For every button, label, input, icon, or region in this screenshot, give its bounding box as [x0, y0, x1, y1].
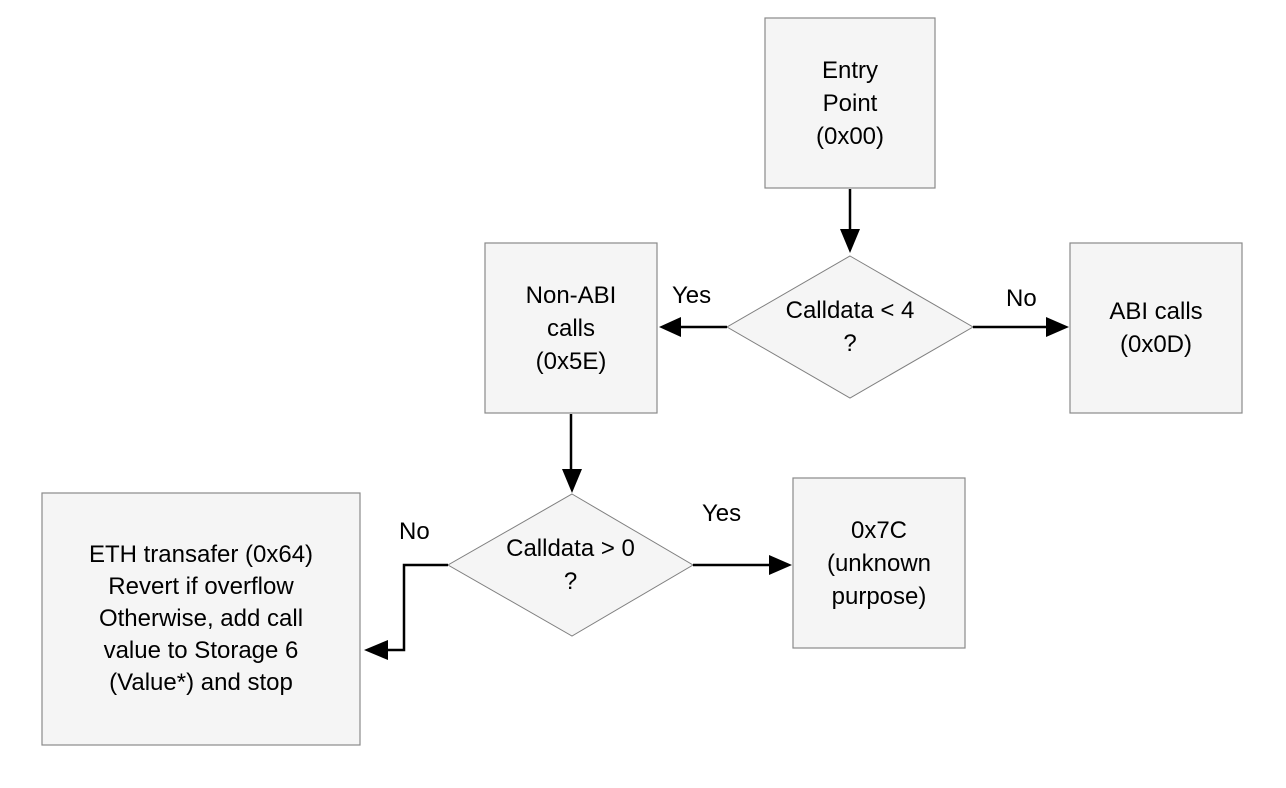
arrowhead-lt4-yes — [659, 317, 681, 337]
arrow-gt0-no — [386, 563, 448, 652]
unknown-purpose-node-shape — [792, 477, 966, 649]
entry-point-node-shape — [764, 17, 936, 189]
unknown-purpose-node-label: 0x7C (unknown purpose) — [826, 516, 932, 610]
calldata-gt-0-diamond-shape — [446, 493, 694, 637]
arrowhead-entry-to-lt4 — [840, 229, 860, 253]
eth-transfer-node-label: ETH transafer (0x64) Revert if overflow … — [88, 541, 314, 696]
abi-calls-node-shape — [1069, 242, 1243, 414]
entry-point-node-label: Entry Point (0x00) — [815, 56, 885, 150]
non-abi-calls-node-shape — [484, 242, 658, 414]
calldata-lt-4-diamond-shape — [725, 255, 975, 399]
edge-label-gt0-yes: Yes — [702, 500, 742, 527]
abi-calls-node-label: ABI calls (0x0D) — [1109, 298, 1203, 358]
edge-label-lt4-no: No — [1006, 285, 1037, 312]
eth-transfer-node-shape — [41, 492, 361, 746]
calldata-gt-0-diamond-label: Calldata > 0 ? — [506, 535, 635, 595]
arrowhead-nonabi-to-gt0 — [562, 469, 582, 493]
calldata-lt-4-diamond-label: Calldata < 4 ? — [785, 297, 915, 357]
non-abi-calls-node-label: Non-ABI calls (0x5E) — [525, 281, 617, 375]
arrowhead-gt0-no — [364, 640, 388, 660]
edge-label-gt0-no: No — [399, 518, 430, 545]
arrowhead-lt4-no — [1046, 317, 1069, 337]
arrowhead-gt0-yes — [769, 555, 792, 575]
edge-label-lt4-yes: Yes — [672, 282, 712, 309]
